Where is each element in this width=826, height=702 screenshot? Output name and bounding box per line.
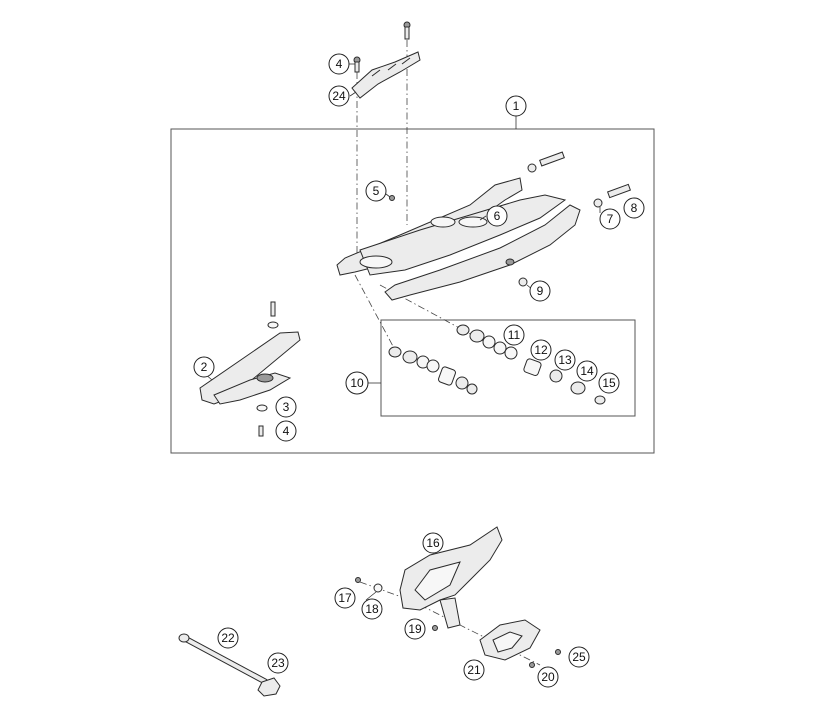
callout-7: 7 [599, 208, 621, 230]
callout-4-top: 4 [328, 53, 350, 75]
callout-25-label: 25 [572, 650, 586, 664]
callout-8-label: 8 [631, 201, 638, 215]
callout-13-label: 13 [558, 353, 572, 367]
callout-10-label: 10 [350, 376, 364, 390]
callout-21: 21 [463, 659, 485, 681]
callout-18-label: 18 [365, 602, 379, 616]
callout-23-label: 23 [271, 656, 285, 670]
bearing-kit-box [380, 319, 636, 417]
callout-21-label: 21 [467, 663, 481, 677]
swingarm-assembly-box [170, 128, 655, 454]
callout-16-label: 16 [426, 536, 440, 550]
callout-2-label: 2 [201, 360, 208, 374]
callout-14-label: 14 [580, 364, 594, 378]
callout-15-label: 15 [602, 376, 616, 390]
leader-lines [203, 63, 601, 601]
chain-guide-upper [351, 21, 421, 99]
callout-18: 18 [361, 598, 383, 620]
chain-slider [199, 301, 301, 437]
callout-17-label: 17 [338, 591, 352, 605]
callout-3: 3 [275, 396, 297, 418]
callout-19: 19 [404, 618, 426, 640]
callout-17: 17 [334, 587, 356, 609]
callout-8: 8 [623, 197, 645, 219]
callout-16: 16 [422, 532, 444, 554]
callout-14: 14 [576, 360, 598, 382]
swingarm-axle [178, 633, 281, 697]
callout-9: 9 [529, 280, 551, 302]
callout-4-bottom: 4 [275, 420, 297, 442]
callout-22-label: 22 [221, 631, 235, 645]
swingarm [336, 177, 581, 301]
callout-15: 15 [598, 372, 620, 394]
callout-5-label: 5 [373, 184, 380, 198]
callout-4-top-label: 4 [336, 57, 343, 71]
callout-23: 23 [267, 652, 289, 674]
callout-3-label: 3 [283, 400, 290, 414]
callout-13: 13 [554, 349, 576, 371]
callout-5: 5 [365, 180, 387, 202]
callout-24-label: 24 [332, 89, 346, 103]
callout-20: 20 [537, 666, 559, 688]
callout-9-label: 9 [537, 284, 544, 298]
pivot-pins [389, 151, 632, 287]
callout-22: 22 [217, 627, 239, 649]
callout-10: 10 [345, 371, 369, 395]
callout-11-label: 11 [508, 328, 521, 342]
callout-6: 6 [486, 205, 508, 227]
callout-11: 11 [503, 324, 525, 346]
callout-7-label: 7 [607, 212, 614, 226]
callout-1-label: 1 [513, 99, 520, 113]
callout-20-label: 20 [541, 670, 555, 684]
callout-12-label: 12 [534, 343, 548, 357]
callout-2: 2 [193, 356, 215, 378]
callout-19-label: 19 [408, 622, 422, 636]
bearing-parts [388, 324, 606, 405]
callout-24: 24 [328, 85, 350, 107]
callout-1: 1 [505, 95, 527, 117]
callout-12: 12 [530, 339, 552, 361]
chain-guide-lower [355, 526, 561, 668]
callout-4-bottom-label: 4 [283, 424, 290, 438]
callout-6-label: 6 [494, 209, 501, 223]
callout-25: 25 [568, 646, 590, 668]
